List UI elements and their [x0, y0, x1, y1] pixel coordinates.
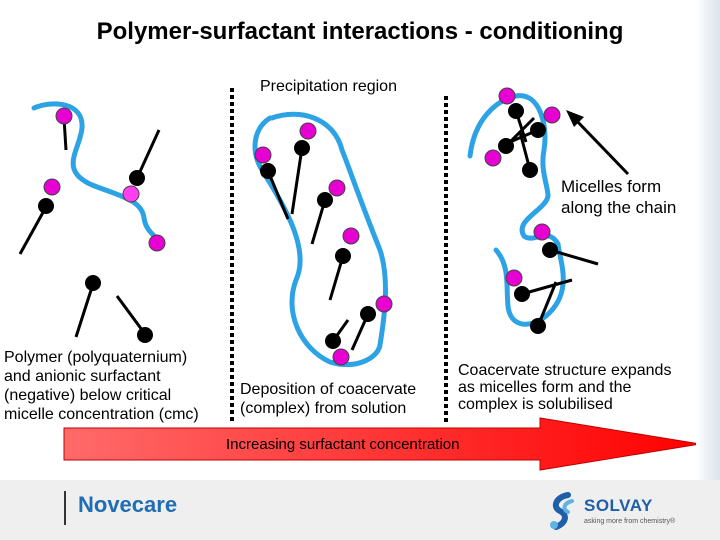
micelle-top: [484, 87, 561, 178]
coacervate-description-line: Coacervate structure expands: [458, 362, 672, 379]
polymer-chain-panel3: [467, 93, 566, 327]
polymer-chain-panel1: [31, 101, 163, 245]
surfactant-head: [543, 106, 561, 124]
polymer-description-line: Polymer (polyquaternium): [4, 349, 188, 366]
micelle-pointer-arrow: [566, 110, 630, 176]
coacervate-description: Coacervate structure expands as micelles…: [458, 362, 671, 413]
surfactant-group-panel2: [254, 122, 393, 366]
precipitation-region-label: Precipitation region: [260, 78, 397, 95]
micelle-bottom: [505, 223, 599, 334]
surfactant-tail-ball: [317, 192, 333, 208]
solvay-logo-icon: [550, 492, 574, 530]
deposition-description: Deposition of coacervate (complex) from …: [240, 380, 416, 418]
polymer-description: Polymer (polyquaternium) and anionic sur…: [4, 348, 199, 424]
surfactant-tail-ball: [38, 198, 54, 214]
surfactant-head: [342, 227, 360, 245]
surfactant-tail-ball: [530, 122, 546, 138]
novecare-logo-text: Novecare: [78, 492, 178, 517]
surfactant-tail-ball: [260, 163, 276, 179]
surfactant-head: [505, 269, 523, 287]
surfactant-tail-ball: [522, 162, 538, 178]
footer: [0, 480, 720, 540]
surfactant-tail-ball: [294, 140, 310, 156]
surfactant-tail-ball: [137, 327, 153, 343]
surfactant-head: [328, 179, 346, 197]
diagram: [18, 87, 701, 471]
surfactant-head: [533, 223, 551, 241]
polymer-description-line: micelle concentration (cmc): [4, 406, 199, 423]
surfactant-tail-ball: [325, 333, 341, 349]
right-edge-decoration: [696, 0, 720, 480]
polymer-chain-panel2: [252, 111, 388, 368]
surfactant-head: [148, 234, 166, 252]
surfactant-tail-ball: [514, 286, 530, 302]
surfactant-tail-ball: [129, 170, 145, 186]
coacervate-description-line: as micelles form and the: [458, 379, 632, 396]
deposition-description-line: (complex) from solution: [240, 400, 407, 417]
surfactant-head: [55, 107, 73, 125]
surfactant-tail-ball: [360, 306, 376, 322]
surfactant-head: [122, 185, 140, 203]
micelles-label-line: Micelles form: [561, 177, 662, 196]
deposition-description-line: Deposition of coacervate: [240, 381, 417, 398]
surfactant-tail-ball: [530, 318, 546, 334]
surfactant-head: [498, 87, 516, 105]
surfactant-head: [484, 149, 502, 167]
surfactant-tail-ball: [85, 275, 101, 291]
surfactant-head: [332, 348, 350, 366]
surfactant-head: [375, 295, 393, 313]
footer-divider: [64, 491, 66, 525]
surfactant-tail-ball: [498, 138, 514, 154]
micelles-label: Micelles form along the chain: [561, 176, 676, 218]
surfactant-head: [43, 178, 61, 196]
surfactant-head: [299, 122, 317, 140]
concentration-arrow: [63, 417, 701, 471]
surfactant-group-panel1: [18, 107, 166, 343]
surfactant-head: [254, 146, 272, 164]
surfactant-tail-ball: [542, 242, 558, 258]
surfactant-tail-ball: [335, 248, 351, 264]
surfactant-tail-ball: [508, 103, 524, 119]
micelles-label-line: along the chain: [561, 198, 677, 217]
slide-title: Polymer-surfactant interactions - condit…: [96, 18, 624, 45]
concentration-arrow-label: Increasing surfactant concentration: [226, 436, 460, 453]
polymer-description-line: and anionic surfactant: [4, 368, 161, 385]
solvay-tagline: asking more from chemistry®: [584, 518, 676, 525]
coacervate-description-line: complex is solubilised: [458, 396, 613, 413]
polymer-description-line: (negative) below critical: [4, 387, 172, 404]
solvay-logo-text: SOLVAY: [584, 496, 653, 515]
